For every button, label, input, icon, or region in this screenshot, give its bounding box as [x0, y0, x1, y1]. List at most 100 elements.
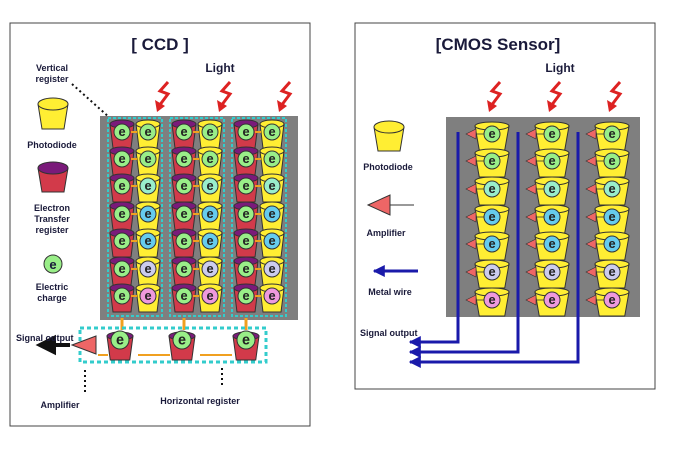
horizontal-register-charge: [110, 330, 130, 350]
ccd-photodiode-charge-symbol: e: [144, 178, 151, 193]
cmos-photodiode-charge-symbol: e: [488, 264, 495, 279]
cmos-metal-wire: [408, 132, 580, 368]
cmos-light-icon-head: [607, 100, 617, 112]
ccd-register-charge: [175, 287, 193, 305]
cmos-photodiode-charge-symbol: e: [608, 292, 615, 307]
cmos-legend-metal-wire: Metal wire: [368, 287, 412, 297]
ccd-photodiode-charge: [201, 177, 219, 195]
ccd-photodiode-charge: [139, 123, 157, 141]
ccd-light-icon: [279, 81, 293, 107]
ccd-photodiode-charge: [139, 177, 157, 195]
ccd-register-charge: [113, 260, 131, 278]
ccd-title: [ CCD ]: [131, 35, 189, 54]
ccd-register-charge-symbol: e: [118, 261, 125, 276]
ccd-amplifier-icon: [70, 335, 97, 355]
ccd-legend-electron-transfer-2: Transfer: [34, 214, 70, 224]
ccd-horizontal-register-label: Horizontal register: [160, 396, 240, 406]
horizontal-register-charge-symbol: e: [178, 333, 186, 349]
ccd-signal-output-label: Signal output: [16, 333, 74, 343]
ccd-photodiode-charge-symbol: e: [144, 233, 151, 248]
ccd-register-charge-symbol: e: [118, 178, 125, 193]
ccd-photodiode-charge-symbol: e: [206, 233, 213, 248]
horizontal-register-charge-symbol: e: [116, 333, 124, 349]
ccd-register-charge: [175, 150, 193, 168]
cmos-photodiode-charge-symbol: e: [608, 209, 615, 224]
ccd-photodiode-charge-symbol: e: [144, 288, 151, 303]
ccd-photodiode-charge-symbol: e: [268, 151, 275, 166]
ccd-register-charge-symbol: e: [242, 206, 249, 221]
ccd-photodiode-charge: [263, 123, 281, 141]
ccd-register-charge-symbol: e: [242, 178, 249, 193]
ccd-register-charge: [113, 123, 131, 141]
ccd-register-charge: [237, 287, 255, 305]
ccd-register-charge: [113, 150, 131, 168]
cmos-light-icon-head: [547, 100, 557, 112]
ccd-photodiode-charge-symbol: e: [206, 261, 213, 276]
ccd-register-charge: [175, 232, 193, 250]
ccd-vertical-register-label: Vertical: [36, 63, 68, 73]
ccd-light-icon: [157, 81, 171, 107]
cmos-photodiode-charge-symbol: e: [548, 209, 555, 224]
cmos-metal-wire: [408, 132, 520, 358]
cmos-photodiode-charge-symbol: e: [548, 264, 555, 279]
ccd-register-charge: [237, 177, 255, 195]
ccd-register-charge: [175, 123, 193, 141]
ccd-register-charge-symbol: e: [180, 261, 187, 276]
legend-transfer-register-icon-top: [37, 161, 69, 175]
ccd-photodiode-charge-symbol: e: [206, 288, 213, 303]
ccd-photodiode-charge: [263, 177, 281, 195]
ccd-register-charge-symbol: e: [180, 233, 187, 248]
ccd-signal-output-arrow: [35, 334, 70, 356]
ccd-register-charge: [237, 232, 255, 250]
ccd-register-charge-symbol: e: [180, 124, 187, 139]
cmos-photodiode-charge-symbol: e: [608, 153, 615, 168]
ccd-register-charge-symbol: e: [118, 288, 125, 303]
ccd-photodiode-charge: [201, 287, 219, 305]
cmos-legend-photodiode: Photodiode: [363, 162, 413, 172]
ccd-register-charge: [175, 260, 193, 278]
ccd-photodiode-charge-symbol: e: [268, 178, 275, 193]
ccd-register-charge-symbol: e: [118, 151, 125, 166]
ccd-vertical-register-label-2: register: [35, 74, 69, 84]
ccd-register-charge-symbol: e: [180, 178, 187, 193]
ccd-register-charge: [113, 205, 131, 223]
ccd-register-charge: [237, 260, 255, 278]
cmos-photodiode-charge-symbol: e: [608, 126, 615, 141]
cmos-photodiode-charge-symbol: e: [488, 236, 495, 251]
ccd-legend-electron-transfer-3: register: [35, 225, 69, 235]
cmos-legend-amplifier: Amplifier: [366, 228, 406, 238]
ccd-photodiode-charge-symbol: e: [268, 261, 275, 276]
cmos-photodiode-charge-symbol: e: [548, 153, 555, 168]
cmos-photodiode-charge-symbol: e: [608, 181, 615, 196]
cmos-photodiode-charge-symbol: e: [548, 292, 555, 307]
ccd-legend-electron-transfer: Electron: [34, 203, 70, 213]
ccd-register-charge-symbol: e: [118, 233, 125, 248]
legend-photodiode-icon-top: [37, 97, 69, 111]
ccd-photodiode-charge: [139, 260, 157, 278]
ccd-photodiode-charge-symbol: e: [206, 124, 213, 139]
ccd-photodiode-charge: [263, 232, 281, 250]
ccd-register-charge: [175, 205, 193, 223]
ccd-register-charge-symbol: e: [242, 124, 249, 139]
cmos-light-label: Light: [545, 61, 574, 75]
ccd-photodiode-charge-symbol: e: [206, 206, 213, 221]
ccd-photodiode-charge: [139, 232, 157, 250]
cmos-light-icon-head: [487, 100, 497, 112]
cmos-photodiode-charge-symbol: e: [608, 264, 615, 279]
ccd-photodiode-charge-symbol: e: [268, 124, 275, 139]
ccd-photodiode-charge: [263, 260, 281, 278]
cmos-panel: [CMOS Sensor] Light eeeeeeeeeeeeeeeeeeee…: [354, 22, 656, 390]
cmos-photodiode-charge-symbol: e: [488, 126, 495, 141]
cmos-photodiode-charge-symbol: e: [488, 209, 495, 224]
ccd-legend-electric-charge-2: charge: [37, 293, 67, 303]
ccd-legend-photodiode: Photodiode: [27, 140, 77, 150]
legend-electric-charge-symbol: e: [49, 257, 56, 272]
ccd-photodiode-charge: [201, 232, 219, 250]
ccd-register-charge-symbol: e: [242, 151, 249, 166]
cmos-light-icon: [489, 81, 503, 107]
ccd-photodiode-charge-symbol: e: [206, 151, 213, 166]
ccd-photodiode-charge: [201, 205, 219, 223]
cmos-photodiode-charge-symbol: e: [608, 236, 615, 251]
ccd-register-charge-symbol: e: [242, 233, 249, 248]
